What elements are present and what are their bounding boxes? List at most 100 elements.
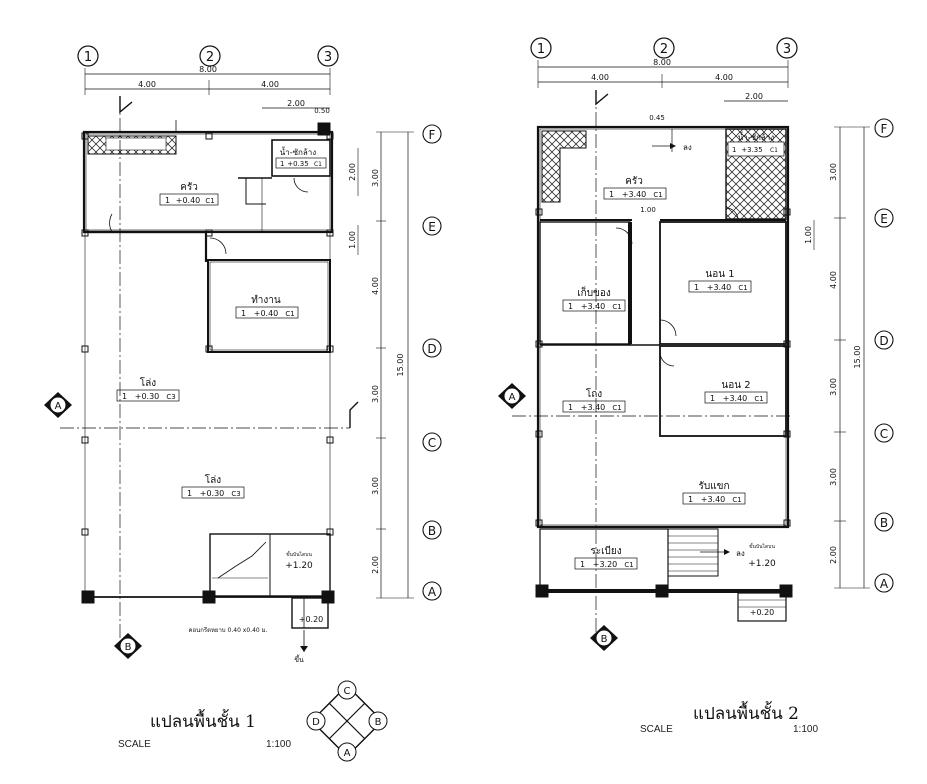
- svg-text:เก็บของ: เก็บของ: [577, 285, 611, 299]
- svg-text:D: D: [312, 717, 320, 728]
- svg-text:น้ำ-ซักล้าง: น้ำ-ซักล้าง: [280, 146, 317, 157]
- svg-text:E: E: [428, 220, 436, 234]
- svg-text:+3.20: +3.20: [593, 560, 618, 569]
- room-label-bathroom: น้ำ-ซักล้าง 1 +0.35 C1: [275, 146, 327, 169]
- svg-text:A: A: [509, 392, 516, 403]
- svg-text:+3.40: +3.40: [707, 283, 732, 292]
- entry-level-fl2: +0.20: [750, 608, 775, 617]
- dim-total: 8.00: [199, 65, 217, 74]
- svg-text:+0.35: +0.35: [287, 160, 308, 168]
- svg-text:B: B: [428, 524, 436, 538]
- svg-text:C3: C3: [231, 490, 240, 498]
- svg-text:D: D: [427, 342, 436, 356]
- grid-bubble-col-2-fl2: 2: [653, 37, 675, 59]
- svg-text:A: A: [344, 748, 351, 759]
- svg-text:1: 1: [609, 190, 614, 199]
- grid-bubble-col-1: 1: [77, 45, 99, 67]
- svg-text:+3.40: +3.40: [581, 302, 606, 311]
- dim-v-3: 3.00: [371, 477, 380, 495]
- grid-bubble-row-D: D: [422, 338, 442, 358]
- dim-small-fl2: 0.45: [649, 114, 665, 122]
- svg-text:C1: C1: [205, 197, 214, 205]
- dim-small: 0.50: [314, 107, 330, 115]
- svg-text:E: E: [880, 212, 888, 226]
- svg-text:โล่ง: โล่ง: [140, 376, 156, 389]
- svg-text:โถง: โถง: [586, 387, 602, 400]
- svg-text:1: 1: [165, 196, 170, 205]
- dim-v-1-fl2: 4.00: [829, 271, 838, 289]
- grid-bubble-row-C: C: [422, 432, 442, 452]
- svg-text:1: 1: [537, 42, 545, 57]
- dim-top-2-fl2: 2.00: [745, 92, 763, 101]
- section-marker-b: B: [114, 633, 142, 659]
- grid-bubble-row-D-fl2: D: [874, 330, 894, 350]
- room-label-open-2: โล่ง 1 +0.30 C3: [181, 473, 245, 499]
- ground-floor-plan: 1 2 3 8.00 4.00 4.00 2.00 0.50: [44, 45, 442, 664]
- svg-text:C1: C1: [732, 496, 741, 504]
- room-label-kitchen-fl2: ครัว 1 +3.40 C1: [603, 176, 667, 200]
- dim-v-2: 3.00: [371, 385, 380, 403]
- dim-v-3-fl2: 3.00: [829, 468, 838, 486]
- svg-text:C: C: [880, 427, 888, 441]
- svg-text:+3.35: +3.35: [741, 146, 762, 154]
- grid-bubble-row-E-fl2: E: [874, 208, 894, 228]
- dim-bay-right: 4.00: [261, 80, 279, 89]
- svg-text:C1: C1: [738, 284, 747, 292]
- svg-text:C1: C1: [624, 561, 633, 569]
- section-marker-a-fl2: A: [498, 383, 526, 409]
- svg-text:+1.20: +1.20: [748, 559, 776, 569]
- plan-1-scale-value: 1:100: [266, 739, 292, 750]
- section-key-symbol: C D B A: [306, 680, 388, 762]
- svg-text:A: A: [880, 577, 889, 591]
- room-label-bedroom-1: นอน 1 1 +3.40 C1: [688, 269, 752, 293]
- svg-text:1: 1: [580, 560, 585, 569]
- svg-text:นอน 1: นอน 1: [705, 269, 734, 280]
- room-label-balcony: ระเบียง 1 +3.20 C1: [574, 545, 638, 570]
- dim-v-0-fl2: 3.00: [829, 163, 838, 181]
- svg-text:+3.40: +3.40: [701, 495, 726, 504]
- plan-2-scale-label: SCALE: [640, 724, 673, 735]
- grid-bubble-row-F-fl2: F: [874, 118, 894, 138]
- stair-landing-label-fl2: ขั้นบันไดบน +1.20: [748, 541, 776, 569]
- upper-floor-plan: 1 2 3 8.00 4.00 4.00 2.00 0.45: [498, 37, 894, 651]
- grid-bubble-col-1-fl2: 1: [530, 37, 552, 59]
- dim-v-0: 3.00: [371, 169, 380, 187]
- dim-vertical-total: 15.00: [396, 354, 405, 377]
- down-label-stair: ลง: [736, 549, 745, 558]
- svg-text:+3.40: +3.40: [622, 190, 647, 199]
- svg-text:A: A: [428, 585, 437, 599]
- grid-bubble-col-3: 3: [317, 45, 339, 67]
- section-arrow-top-fl2: [595, 90, 609, 106]
- section-marker-b-fl2: B: [590, 625, 618, 651]
- room-label-living: รับแขก 1 +3.40 C1: [682, 481, 746, 505]
- section-arrow-right: [349, 401, 359, 428]
- dim-door-fl2: 1.00: [640, 206, 656, 214]
- room-label-bedroom-2: นอน 2 1 +3.40 C1: [704, 380, 768, 404]
- svg-text:B: B: [125, 642, 132, 653]
- note-text: คอนกรีตหยาบ 0.40 x0.40 ม.: [189, 626, 268, 634]
- svg-text:C: C: [428, 436, 436, 450]
- svg-text:B: B: [601, 634, 608, 645]
- svg-text:1: 1: [187, 489, 192, 498]
- svg-text:C1: C1: [612, 303, 621, 311]
- svg-text:B: B: [375, 717, 382, 728]
- svg-text:C1: C1: [285, 310, 294, 318]
- svg-text:C3: C3: [166, 393, 175, 401]
- svg-text:1: 1: [568, 403, 573, 412]
- stair-landing-label: ขั้นบันไดบน +1.20: [285, 549, 313, 571]
- svg-text:+0.40: +0.40: [254, 309, 279, 318]
- svg-text:C1: C1: [754, 395, 763, 403]
- dim-bay-left-fl2: 4.00: [591, 73, 609, 82]
- plan-1-title: แปลนพื้นชั้น 1: [150, 712, 256, 732]
- svg-text:2: 2: [206, 50, 214, 65]
- grid-bubble-row-B-fl2: B: [874, 512, 894, 532]
- room-label-hall: โถง 1 +3.40 C1: [562, 387, 626, 413]
- svg-text:1: 1: [688, 495, 693, 504]
- dim-inner-1-fl2: 1.00: [804, 226, 813, 244]
- section-marker-a: A: [44, 392, 72, 418]
- grid-bubble-row-E: E: [422, 216, 442, 236]
- dim-vertical-total-fl2: 15.00: [853, 346, 862, 369]
- room-label-kitchen: ครัว 1 +0.40 C1: [159, 182, 219, 206]
- svg-text:+3.40: +3.40: [723, 394, 748, 403]
